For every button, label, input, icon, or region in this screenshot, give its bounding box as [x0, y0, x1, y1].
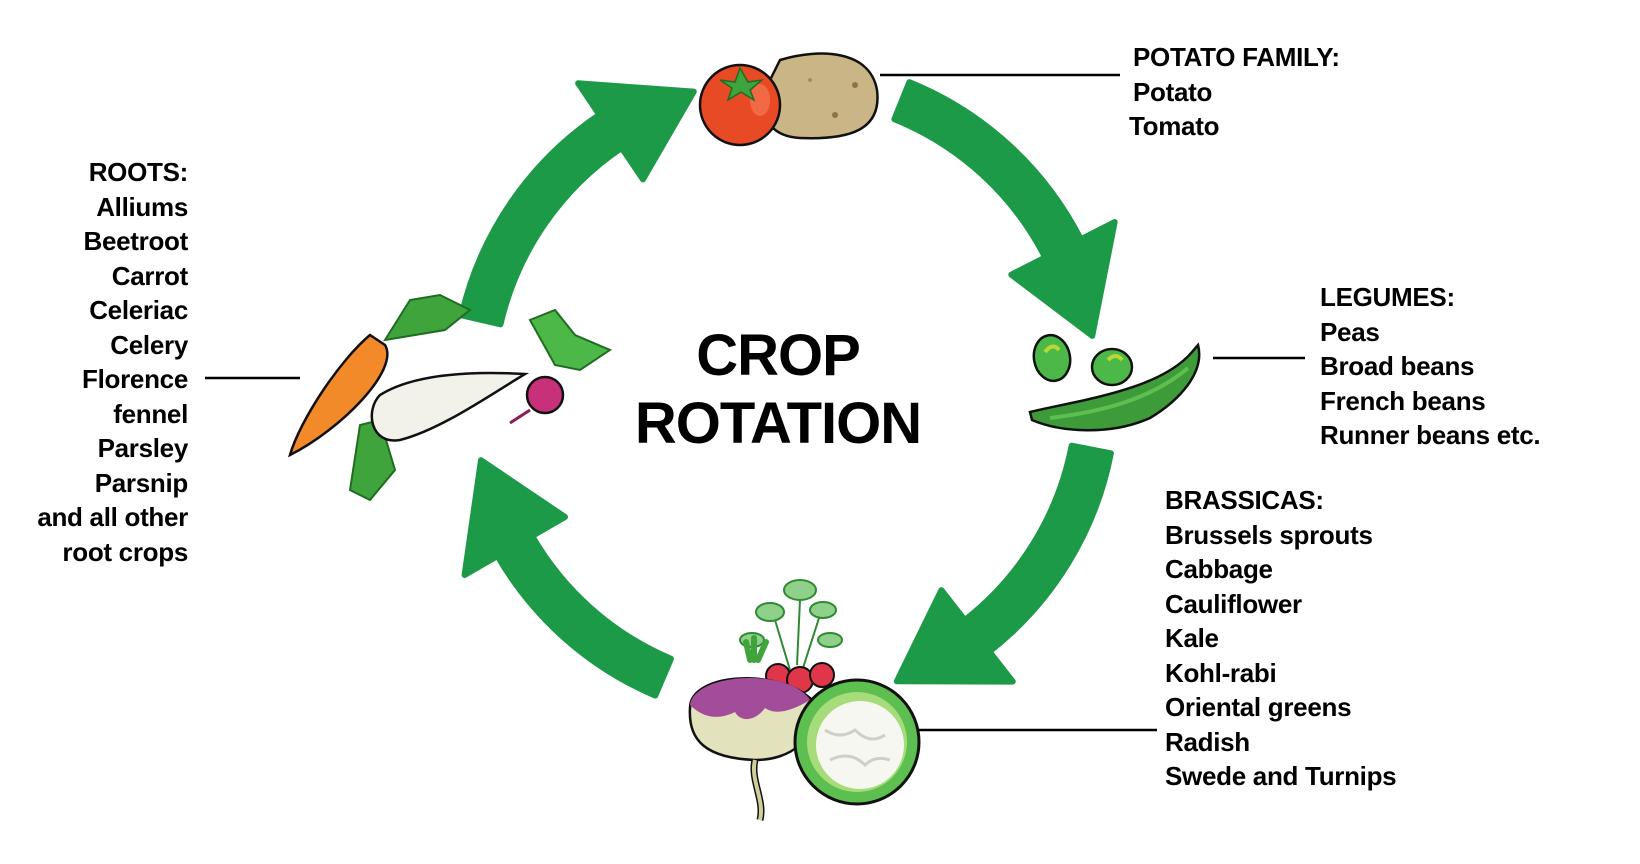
list-item: Cabbage — [1165, 554, 1273, 584]
tomato-potato-icon — [698, 52, 879, 147]
list-item: Alliums — [96, 191, 188, 222]
list-item: root crops — [62, 536, 188, 567]
list-item: fennel — [113, 398, 188, 429]
list-item: Swede and Turnips — [1165, 761, 1397, 791]
group-heading: POTATO FAMILY: — [1133, 42, 1340, 72]
list-item: Florence — [82, 364, 188, 394]
list-item: Tomato — [1129, 111, 1220, 141]
list-item: Broad beans — [1320, 351, 1475, 381]
roots-group: ROOTS: Alliums Beetroot Carrot Celeriac … — [37, 155, 188, 569]
turnip-radish-cauliflower-icon — [688, 579, 921, 821]
list-item: Beetroot — [83, 226, 189, 256]
list-item: Potato — [1133, 76, 1213, 107]
list-item: Peas — [1320, 316, 1380, 347]
list-item: French beans — [1320, 385, 1486, 416]
peas-pod-icon — [1028, 333, 1201, 432]
list-item: Parsley — [97, 433, 189, 463]
legumes-to-brassicas-arrow — [893, 442, 1114, 685]
title-line-1: CROP — [696, 323, 861, 388]
list-item: Celery — [110, 329, 188, 360]
potato-to-legumes-arrow — [891, 79, 1118, 339]
list-item: Oriental greens — [1165, 692, 1352, 722]
brassicas-to-roots-arrow — [461, 457, 674, 699]
list-item: Brussels sprouts — [1165, 519, 1373, 550]
legumes-group: LEGUMES: Peas Broad beans French beans R… — [1320, 280, 1541, 453]
roots-to-potato-arrow — [458, 80, 697, 328]
list-item: Parsnip — [94, 467, 189, 498]
list-item: Cauliflower — [1165, 588, 1302, 619]
group-heading: ROOTS: — [88, 157, 189, 187]
list-item: Radish — [1165, 726, 1250, 757]
list-item: Kale — [1165, 623, 1219, 653]
group-heading: LEGUMES: — [1320, 282, 1455, 312]
group-heading: BRASSICAS: — [1165, 485, 1324, 515]
list-item: Carrot — [111, 260, 189, 291]
cycle-arrows — [458, 79, 1118, 699]
brassicas-group: BRASSICAS: Brussels sprouts Cabbage Caul… — [1165, 483, 1397, 794]
list-item: Runner beans etc. — [1320, 420, 1541, 450]
title-line-2: ROTATION — [634, 391, 922, 456]
carrot-parsnip-beetroot-icon — [288, 293, 613, 502]
diagram-title: CROP ROTATION — [578, 322, 978, 458]
list-item: Kohl-rabi — [1165, 657, 1277, 688]
potato-family-group: POTATO FAMILY: Potato Tomato — [1129, 40, 1340, 144]
list-item: Celeriac — [89, 295, 188, 325]
list-item: and all other — [37, 502, 188, 532]
